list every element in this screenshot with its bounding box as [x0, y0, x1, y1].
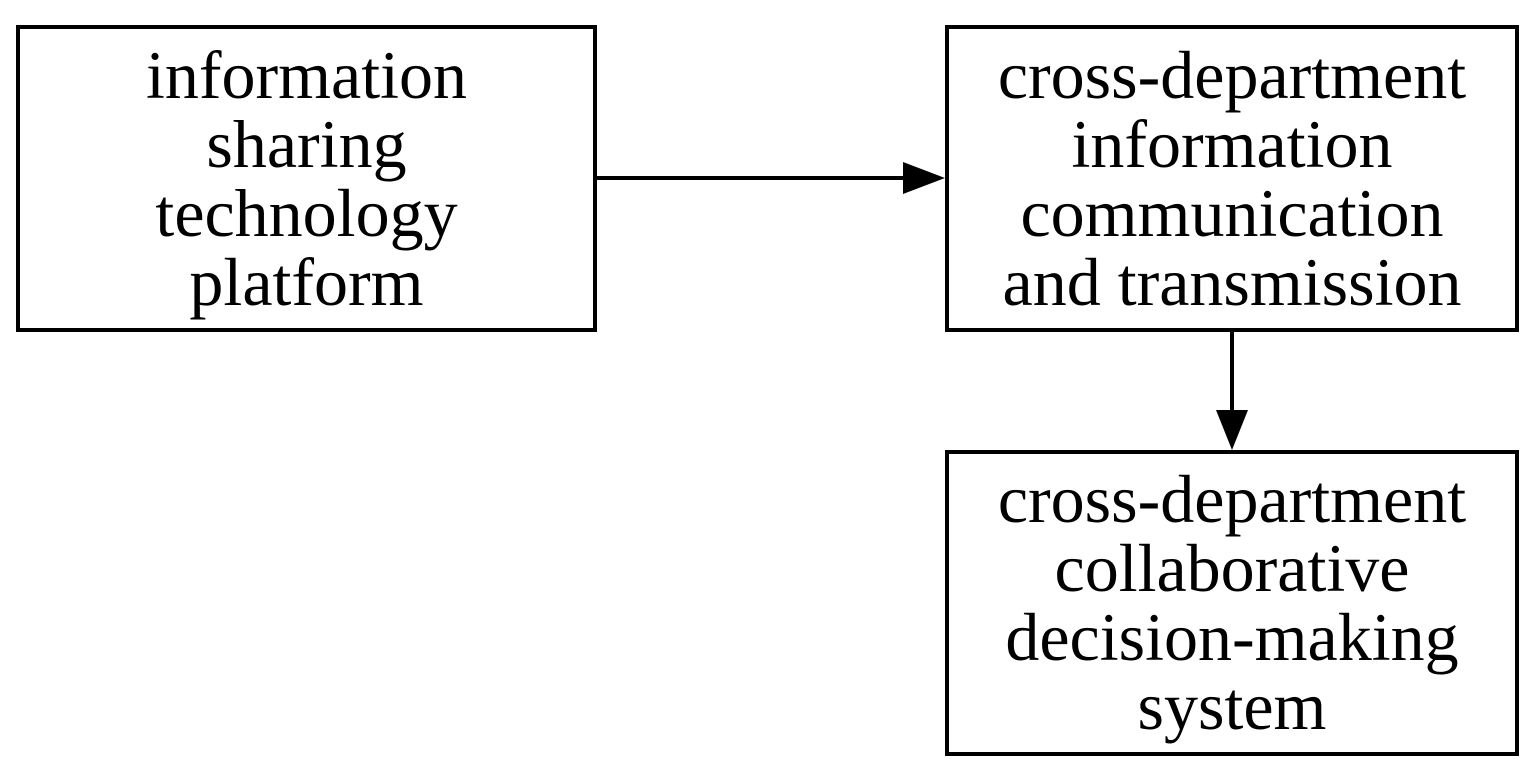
node-label-line: platform [189, 243, 424, 320]
node-information-sharing-technology-platform: information sharing technology platform [16, 25, 597, 332]
node-label-line: system [1137, 668, 1327, 744]
arrow-communication-to-decision [1216, 332, 1248, 450]
node-cross-department-decision-making: cross-department collaborative decision-… [945, 450, 1519, 756]
node-label-line: cross-department [997, 36, 1467, 113]
node-label-line: decision-making [1005, 599, 1459, 675]
node-cross-department-communication: cross-department information communicati… [945, 25, 1519, 332]
node-label-line: information [1071, 105, 1393, 182]
node-label-line: information [145, 36, 468, 113]
node-label-line: sharing [206, 105, 407, 182]
arrowhead-right-icon [903, 162, 945, 194]
node-label-line: technology [155, 174, 458, 251]
arrowhead-down-icon [1216, 410, 1248, 450]
arrow-platform-to-communication [597, 162, 945, 194]
node-label-line: communication [1020, 174, 1444, 251]
node-label-line: and transmission [1002, 243, 1462, 320]
node-label-line: collaborative [1054, 530, 1410, 606]
node-label-line: cross-department [997, 461, 1467, 537]
